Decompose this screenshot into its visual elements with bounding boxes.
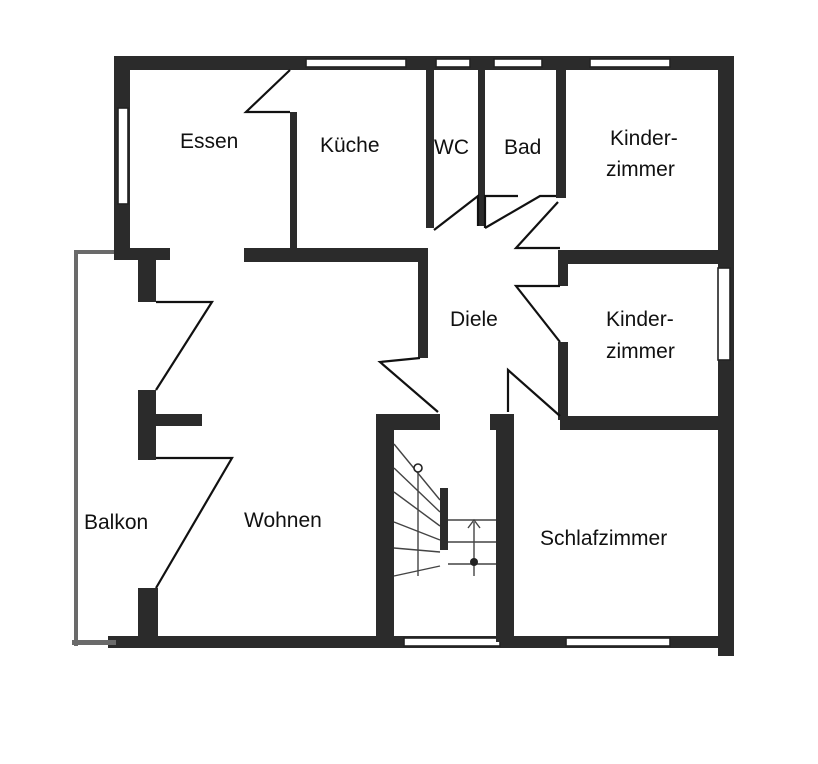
- wall-balkon-mid: [138, 390, 156, 460]
- wall-diele-left: [418, 250, 428, 358]
- window-top-kinder: [589, 58, 671, 68]
- stair-arrow-head: [467, 518, 481, 529]
- stair-line: [393, 467, 441, 513]
- wall-stair-right: [496, 414, 514, 642]
- wall-stair-top: [376, 414, 440, 430]
- room-label-kinderzimmer2-line1: Kinder-: [606, 308, 674, 331]
- door-swings: [155, 69, 561, 589]
- stair-arrow-dot: [470, 558, 478, 566]
- wall-kueche-bottom: [244, 248, 428, 262]
- wall-kueche-wc: [426, 66, 434, 228]
- wall-kinder-kinder: [560, 250, 724, 264]
- door-essen-kueche: [243, 69, 291, 114]
- wall-bad-kinder: [556, 66, 566, 198]
- door-kinderzimmer1: [513, 201, 560, 250]
- door-diele-wohnen: [377, 356, 439, 413]
- wall-stair-top-right: [490, 414, 514, 430]
- door-schlafzimmer: [506, 367, 561, 417]
- window-top-bad: [493, 58, 543, 68]
- room-label-kinderzimmer1-line2: zimmer: [606, 158, 675, 181]
- window-kinderzimmer2: [717, 267, 731, 361]
- stair-stringer: [440, 488, 448, 550]
- wall-top: [114, 56, 734, 70]
- wall-kinder2-left-lower: [558, 342, 568, 420]
- door-bad-2: [484, 194, 556, 229]
- window-top-kueche: [305, 58, 407, 68]
- room-label-kinderzimmer1-line1: Kinder-: [610, 127, 678, 150]
- wall-balkon-upper: [138, 250, 156, 302]
- room-label-wc: WC: [434, 136, 469, 159]
- window-essen: [117, 107, 129, 205]
- wall-wc-bad: [478, 66, 485, 226]
- room-labels: Essen Küche WC Bad Kinder- zimmer Kinder…: [84, 127, 678, 550]
- balcony-bottom-edge: [72, 640, 116, 645]
- door-bad: [483, 194, 518, 228]
- window-bottom-schlaf: [565, 637, 671, 647]
- window-bottom-stair: [403, 637, 501, 647]
- door-balkon-upper: [155, 300, 215, 391]
- room-label-wohnen: Wohnen: [244, 509, 322, 532]
- balcony-left-edge: [74, 250, 78, 646]
- stair-line: [393, 521, 441, 541]
- room-label-diele: Diele: [450, 308, 498, 331]
- wall-essen-kueche: [290, 112, 297, 250]
- wall-balkon-lower: [138, 588, 158, 642]
- room-label-kueche: Küche: [320, 134, 380, 157]
- wall-balkon-mid-stub: [150, 414, 202, 426]
- staircase: [393, 443, 496, 577]
- stair-line: [393, 565, 441, 577]
- room-label-bad: Bad: [504, 136, 541, 159]
- window-top-wc: [435, 58, 471, 68]
- room-label-kinderzimmer2-line2: zimmer: [606, 340, 675, 363]
- interior-walls: [114, 66, 724, 642]
- stair-line: [393, 547, 441, 553]
- door-wc: [433, 193, 480, 231]
- room-label-schlafzimmer: Schlafzimmer: [540, 527, 667, 550]
- windows: [117, 58, 731, 647]
- wall-kinder2-left-upper: [558, 250, 568, 286]
- stair-line: [393, 491, 441, 527]
- stair-arrow-start: [413, 463, 423, 473]
- room-label-essen: Essen: [180, 130, 238, 153]
- door-kinderzimmer2: [513, 284, 561, 343]
- room-label-balkon: Balkon: [84, 511, 148, 534]
- wall-stair-left: [376, 414, 394, 642]
- door-balkon-lower: [155, 456, 234, 589]
- wall-kinder2-bottom: [560, 416, 724, 430]
